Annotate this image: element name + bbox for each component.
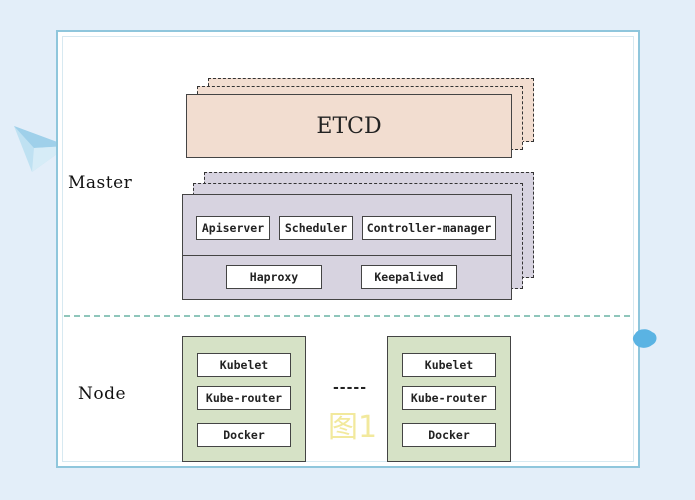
master-node-separator — [64, 315, 630, 317]
keepalived-box: Keepalived — [361, 265, 457, 289]
figure-watermark: 图1 — [328, 410, 378, 445]
etcd-box: ETCD — [186, 94, 512, 158]
docker-box: Docker — [197, 423, 291, 447]
master-box: Apiserver Scheduler Controller-manager H… — [182, 194, 512, 300]
node-ellipsis: ----- — [333, 380, 368, 396]
kubelet-box: Kubelet — [402, 353, 496, 377]
controller-manager-box: Controller-manager — [362, 216, 496, 240]
docker-box: Docker — [402, 423, 496, 447]
master-divider — [183, 255, 511, 256]
node-label: Node — [78, 384, 127, 404]
kube-router-box: Kube-router — [402, 386, 496, 410]
diagram-frame-inner — [62, 36, 634, 462]
etcd-stack: ETCD — [186, 78, 534, 162]
paper-plane-icon — [14, 126, 68, 172]
haproxy-box: Haproxy — [226, 265, 322, 289]
node-box-left: Kubelet Kube-router Docker — [182, 336, 306, 462]
kube-router-box: Kube-router — [197, 386, 291, 410]
node-box-right: Kubelet Kube-router Docker — [387, 336, 511, 462]
scheduler-box: Scheduler — [279, 216, 353, 240]
master-label: Master — [68, 173, 133, 193]
etcd-label: ETCD — [316, 113, 382, 139]
kubelet-box: Kubelet — [197, 353, 291, 377]
master-stack: Apiserver Scheduler Controller-manager H… — [182, 172, 534, 302]
decorative-blob-icon — [632, 329, 657, 348]
apiserver-box: Apiserver — [196, 216, 270, 240]
